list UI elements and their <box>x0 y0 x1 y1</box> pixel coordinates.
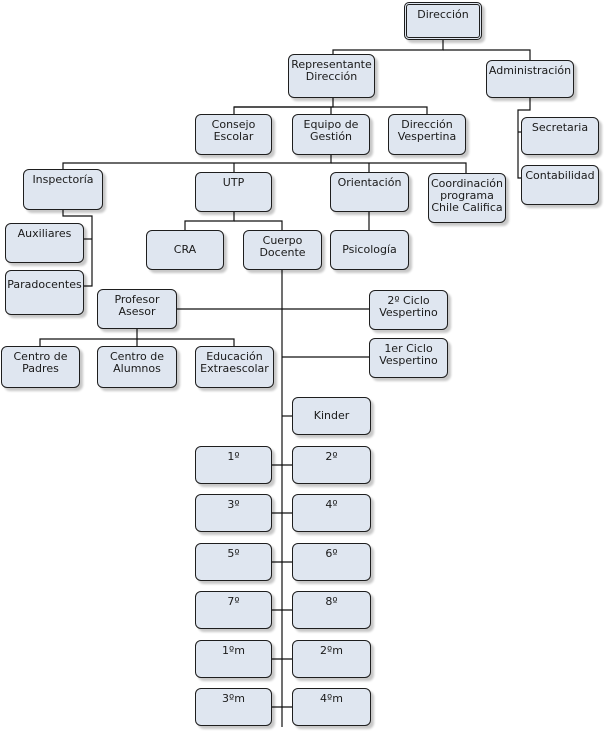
node-cuerpo-docente: Cuerpo Docente <box>243 230 322 270</box>
node-grade-1: 1º <box>195 446 272 484</box>
node-cra: CRA <box>146 230 224 270</box>
connector <box>137 338 235 348</box>
node-grade-6: 6º <box>292 543 371 581</box>
connector <box>39 329 138 348</box>
connector <box>62 155 332 172</box>
node-direccion-vespertina: Dirección Vespertina <box>388 114 466 155</box>
node-centro-padres: Centro de Padres <box>1 346 80 388</box>
node-psicologia: Psicología <box>330 230 409 270</box>
node-grade-2: 2º <box>292 446 371 484</box>
node-educacion-extraescolar: Educación Extraescolar <box>195 346 274 388</box>
node-orientacion: Orientación <box>330 172 409 212</box>
connector <box>331 162 467 175</box>
node-consejo-escolar: Consejo Escolar <box>195 114 272 155</box>
node-grade-7: 7º <box>195 591 272 629</box>
node-representante-direccion: Representante Dirección <box>288 54 375 98</box>
node-kinder: Kinder <box>292 397 371 435</box>
connector <box>62 210 93 287</box>
node-contabilidad: Contabilidad <box>521 165 599 205</box>
connector <box>234 106 428 116</box>
node-administracion: Administración <box>486 60 574 98</box>
node-paradocentes: Paradocentes <box>5 270 84 315</box>
node-grade-1m: 1ºm <box>195 640 272 678</box>
connector <box>517 98 531 179</box>
node-grade-4m: 4ºm <box>292 688 371 726</box>
node-inspectoria: Inspectoría <box>23 169 103 210</box>
node-profesor-asesor: Profesor Asesor <box>97 289 177 329</box>
node-grade-3: 3º <box>195 494 272 532</box>
node-grade-4: 4º <box>292 494 371 532</box>
node-grade-3m: 3ºm <box>195 688 272 726</box>
node-centro-alumnos: Centro de Alumnos <box>97 346 177 388</box>
node-coordinacion: Coordinación programa Chile Califica <box>428 173 506 223</box>
node-utp: UTP <box>195 172 272 212</box>
node-grade-8: 8º <box>292 591 371 629</box>
node-1er-ciclo-vespertino: 1er Ciclo Vespertino <box>369 338 448 378</box>
node-equipo-gestion: Equipo de Gestión <box>292 114 370 155</box>
connector <box>234 220 283 232</box>
node-grade-2m: 2ºm <box>292 640 371 678</box>
node-direccion: Dirección <box>404 2 482 40</box>
node-grade-5: 5º <box>195 543 272 581</box>
node-auxiliares: Auxiliares <box>5 223 84 263</box>
node-secretaria: Secretaria <box>521 117 599 155</box>
connector <box>443 49 531 62</box>
connector <box>184 212 235 232</box>
node-2-ciclo-vespertino: 2º Ciclo Vespertino <box>369 290 448 330</box>
